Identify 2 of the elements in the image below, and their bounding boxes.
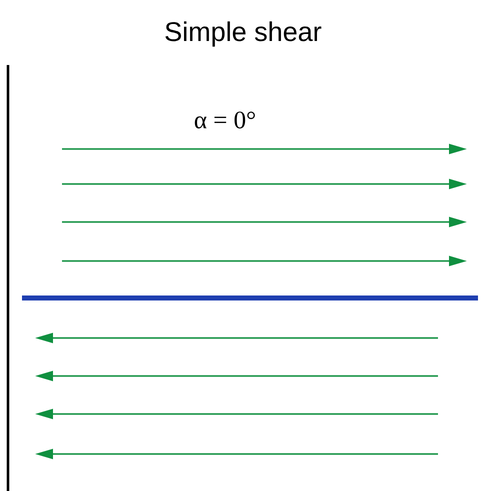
title: Simple shear xyxy=(165,21,322,47)
angle-label: α = 0° xyxy=(194,112,255,128)
